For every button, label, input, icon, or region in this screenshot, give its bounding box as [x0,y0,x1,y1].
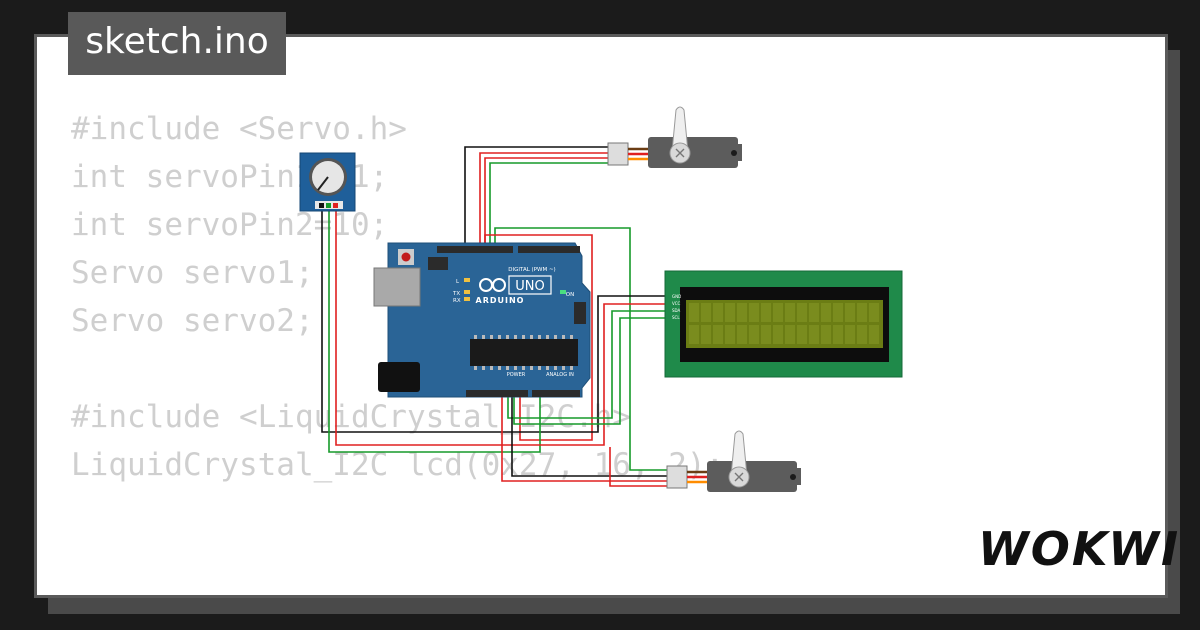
sketch-title: sketch.ino [68,12,286,75]
code-line: #include <Servo.h> [71,111,407,147]
wire-black [511,392,668,477]
icsp-header [428,257,448,270]
wire-green [489,162,610,248]
lcd-pin-scl: SCL [672,315,680,320]
led-tx-label: TX [452,291,460,297]
servo-motor-2[interactable] [666,430,801,492]
digital-header [437,246,513,253]
power-jack [378,362,420,392]
uno-label: UNO [515,279,544,294]
wire-black [464,146,610,248]
icsp-header [574,302,586,324]
atmega-chip [470,339,578,366]
servo-horn [671,106,689,153]
lcd-display[interactable]: GND VCC SDA SCL [664,270,903,378]
arduino-infinity-icon [479,278,506,292]
uno-badge [508,275,552,295]
wire-red [335,208,668,446]
wires [321,146,668,487]
arduino-uno-board[interactable]: UNO ARDUINO DIGITAL (PWM ~) POWER ANALOG… [373,242,591,398]
power-label: POWER [507,372,526,378]
wire-red [484,157,610,248]
preview-card: #include <Servo.h>int servoPin1=11;int s… [34,34,1168,598]
digital-label: DIGITAL (PWM ~) [508,267,555,273]
wire-green [513,317,668,425]
arduino-label: ARDUINO [476,296,525,305]
code-line: #include <LiquidCrystal_I2C.h> [71,399,631,435]
power-header [466,390,528,397]
analog-header [532,390,580,397]
code-line: void setup() { [71,585,724,595]
code-line: Servo servo1; [71,255,314,291]
on-label: ON [566,292,574,298]
lcd-pin-vcc: VCC [672,301,681,306]
code-line: Servo servo2; [71,303,314,339]
code-line: LiquidCrystal_I2C lcd(0x27, 16, 2); [71,447,725,483]
digital-header [518,246,580,253]
code-line: int servoPin2=10; [71,207,389,243]
code-background: #include <Servo.h>int servoPin1=11;int s… [71,105,725,595]
lcd-pin-sda: SDA [672,308,681,313]
wire-green [507,310,668,419]
servo-motor-1[interactable] [607,106,742,168]
potentiometer[interactable] [299,152,356,212]
lcd-pin-gnd: GND [672,294,681,299]
wire-green [328,208,541,453]
led-l-label: L [456,279,460,285]
wire-red [479,152,610,252]
wire-red [609,447,668,487]
wokwi-logo: WOKWI [978,522,1181,576]
led-rx-label: RX [453,298,461,304]
knob-indicator[interactable] [317,176,329,191]
wire-red [501,392,668,482]
servo-horn [730,430,748,477]
usb-port [373,267,421,307]
analog-label: ANALOG IN [546,372,574,378]
wire-black [321,208,668,433]
